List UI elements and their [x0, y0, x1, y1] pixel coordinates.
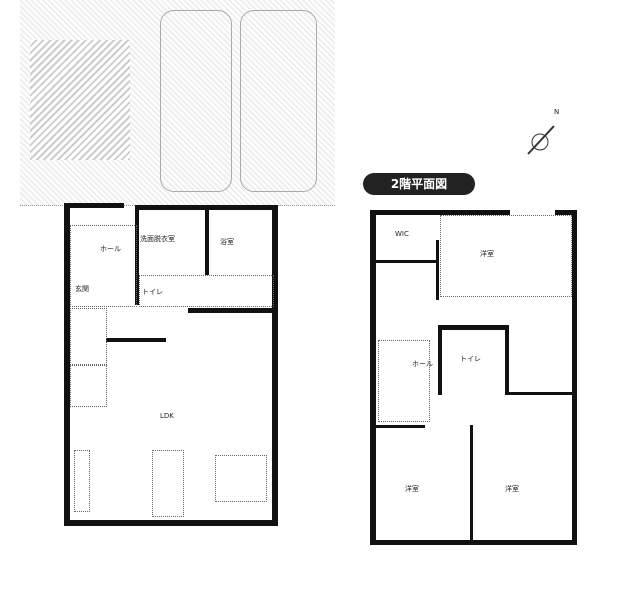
garden [30, 40, 130, 160]
compass-icon: N [520, 108, 560, 160]
room-label: 洋室 [505, 485, 519, 493]
compass-label: N [554, 108, 560, 116]
room-label: 洗面脱衣室 [140, 235, 175, 243]
room-label: 洋室 [405, 485, 419, 493]
room-label: 玄関 [75, 285, 89, 293]
room-label: WIC [395, 230, 409, 238]
room-label: 洋室 [480, 250, 494, 258]
room-label: LDK [160, 412, 174, 420]
room-label: 浴室 [220, 238, 234, 246]
floor2-title: 2階平面図 [363, 173, 475, 195]
room-label: ホール [100, 245, 121, 253]
site-exterior [20, 0, 335, 206]
room-label: トイレ [460, 355, 481, 363]
parking-space [160, 10, 232, 192]
room-label: ホール [412, 360, 433, 368]
room-label: トイレ [142, 288, 163, 296]
parking-space [240, 10, 317, 192]
